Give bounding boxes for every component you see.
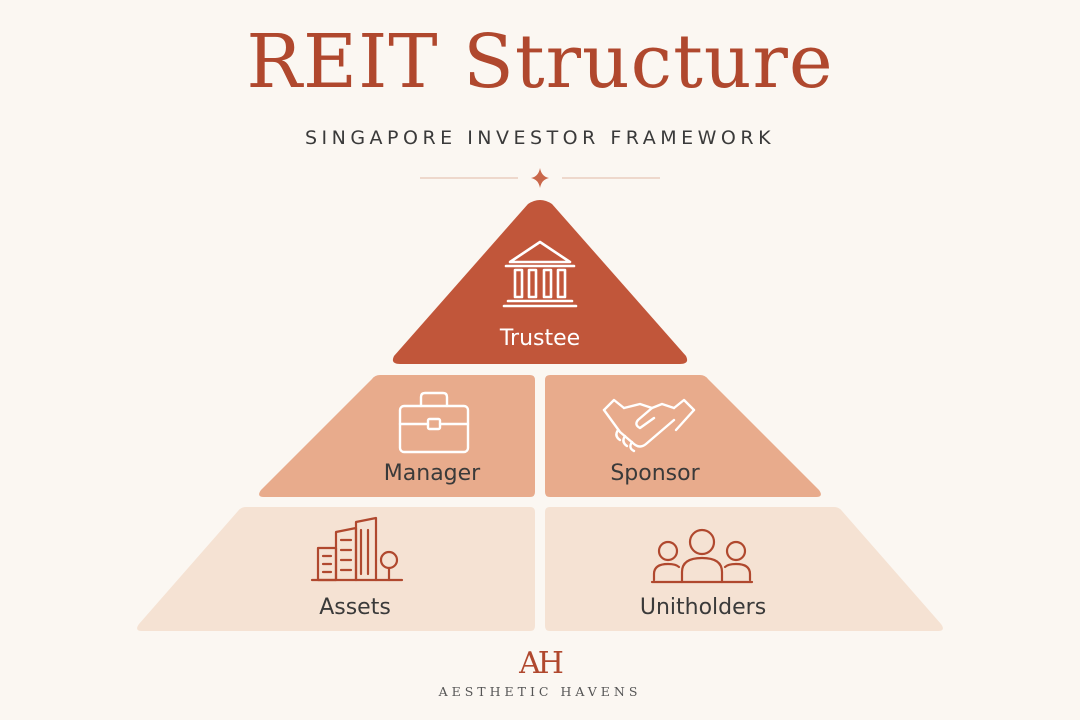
sponsor-label: Sponsor	[610, 461, 700, 486]
tier-trustee: Trustee	[392, 200, 688, 364]
sparkle-icon	[531, 168, 549, 188]
unitholders-shape	[545, 507, 943, 631]
tier-unitholders: Unitholders	[545, 507, 943, 631]
buildings-tree-icon	[310, 516, 404, 582]
brand-name: AESTHETIC HAVENS	[438, 684, 642, 699]
page-title: REIT Structure	[246, 19, 834, 105]
bank-building-icon	[502, 240, 578, 308]
briefcase-icon	[398, 391, 470, 454]
tier-assets: Assets	[137, 507, 536, 631]
sponsor-shape	[545, 375, 821, 497]
trustee-label: Trustee	[499, 326, 580, 351]
tier-sponsor: Sponsor	[545, 375, 821, 497]
people-group-icon	[650, 528, 754, 584]
unitholders-label: Unitholders	[640, 595, 766, 620]
brand-monogram: AH	[518, 646, 563, 681]
handshake-icon	[602, 398, 696, 453]
manager-label: Manager	[384, 461, 481, 486]
assets-label: Assets	[319, 595, 391, 620]
trustee-shape	[392, 200, 688, 364]
page-subtitle: SINGAPORE INVESTOR FRAMEWORK	[304, 127, 776, 149]
tier-manager: Manager	[259, 375, 535, 497]
